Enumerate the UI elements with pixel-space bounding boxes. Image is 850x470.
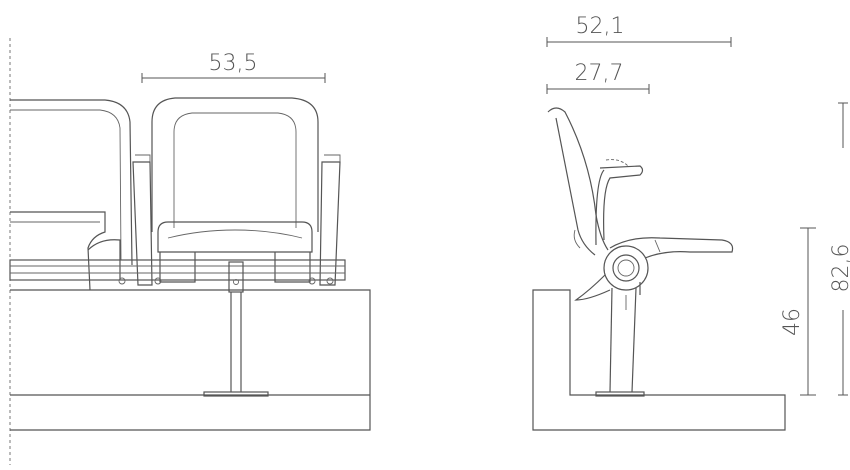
side-seat-cushion (609, 237, 734, 259)
dimension-label-front-seat-width: 53,5 (209, 51, 258, 76)
front-rail-beam (9, 259, 346, 285)
dimension-side-depth-seat: 27,7 (546, 61, 650, 94)
front-seat-back (151, 97, 319, 232)
front-view: 53,5 (9, 38, 371, 465)
front-pedestal (203, 261, 269, 397)
side-floor-step (532, 289, 786, 431)
side-pedestal (595, 287, 645, 397)
front-left-partial-seat (10, 99, 133, 291)
dimension-seat-height: 46 (780, 227, 816, 396)
dimension-front-seat-width: 53,5 (141, 51, 326, 83)
side-view: 52,1 27,7 46 82,6 (532, 14, 850, 431)
dimension-label-side-depth-total: 52,1 (576, 14, 625, 39)
dimension-label-side-depth-seat: 27,7 (575, 61, 624, 86)
front-armrest-left (132, 154, 153, 286)
side-seat-back (547, 107, 609, 256)
side-mechanism (574, 245, 649, 301)
dimension-label-total-height: 82,6 (829, 244, 850, 293)
side-armrest (595, 159, 644, 246)
dimension-label-seat-height: 46 (780, 308, 805, 336)
dimension-total-height: 82,6 (829, 102, 850, 396)
dimension-side-depth-total: 52,1 (546, 14, 732, 47)
front-armrest-right (319, 154, 341, 286)
front-floor-step (10, 289, 371, 431)
front-seat-cushion (157, 221, 313, 283)
